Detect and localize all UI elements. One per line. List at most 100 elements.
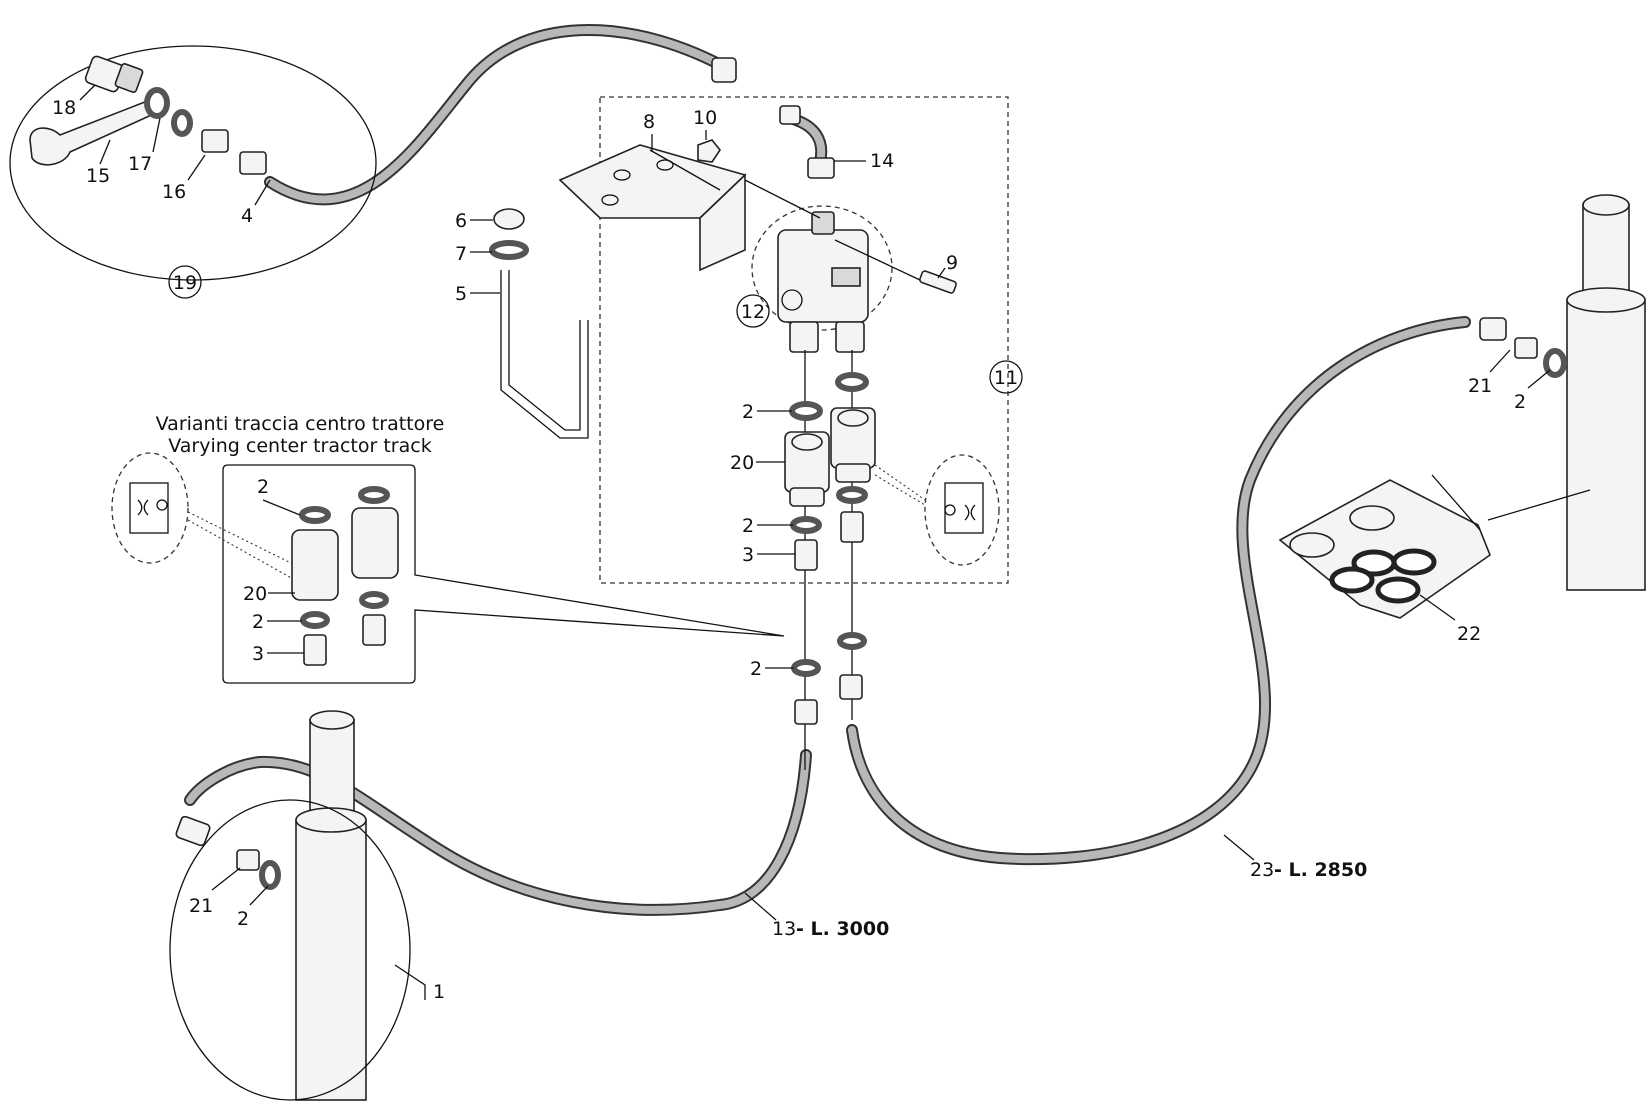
callout-5: 5 xyxy=(455,283,500,305)
callout-4: 4 xyxy=(241,179,271,227)
part-20-coupling-a xyxy=(784,431,830,507)
callout-12: 12 xyxy=(736,294,770,328)
part-5-u-bolt xyxy=(508,270,581,431)
callout-2-b-number: 2 xyxy=(742,515,754,537)
part-12-valve-body xyxy=(777,211,869,353)
callout-6-number: 6 xyxy=(455,210,467,232)
part-2-washer-f xyxy=(791,659,821,677)
hose-4-top xyxy=(264,24,736,206)
cylinder-right xyxy=(1566,194,1646,591)
callout-13-number: 13 xyxy=(772,918,796,940)
hose-4-end-nut xyxy=(711,57,737,83)
part-17-washer-a xyxy=(144,87,170,119)
callout-2-variant-b: 2 xyxy=(252,611,302,633)
variant-coupling-a xyxy=(291,529,339,601)
callout-20-a-number: 20 xyxy=(730,452,754,474)
right-symbol-outline xyxy=(924,454,1000,566)
callout-2-right-number: 2 xyxy=(1514,391,1526,413)
callout-14-number: 14 xyxy=(870,150,894,172)
callout-20-a: 20 xyxy=(730,452,785,474)
callout-22-number: 22 xyxy=(1457,623,1481,645)
part-2-washer-e xyxy=(837,632,867,650)
hose-23-nut xyxy=(839,674,863,700)
callout-13: 13 - L. 3000 xyxy=(744,892,889,940)
callout-2-c-number: 2 xyxy=(750,658,762,680)
cylinder-left xyxy=(295,710,367,1101)
callout-2-variant-a: 2 xyxy=(257,476,301,516)
variant-washer-d xyxy=(359,591,389,609)
part-20-coupling-b xyxy=(830,407,876,483)
callout-16-number: 16 xyxy=(162,181,186,203)
callout-14: 14 xyxy=(834,150,894,172)
callout-10: 10 xyxy=(693,107,717,140)
callout-19: 19 xyxy=(168,265,202,299)
callout-3-variant-number: 3 xyxy=(252,643,264,665)
valve-12-outline xyxy=(751,205,893,331)
callout-21-right: 21 xyxy=(1468,349,1511,397)
kit-11-box xyxy=(599,96,1009,584)
callout-7: 7 xyxy=(455,243,492,265)
callout-17-number: 17 xyxy=(128,153,152,175)
callout-17: 17 xyxy=(128,117,161,175)
hose-23-length: - L. 2850 xyxy=(1274,859,1367,881)
part-9-screw xyxy=(834,239,957,294)
callout-9-number: 9 xyxy=(946,252,958,274)
callout-6: 6 xyxy=(455,210,493,232)
callout-2-a-number: 2 xyxy=(742,401,754,423)
part-8-bracket xyxy=(558,144,747,272)
part-7-washer xyxy=(489,240,529,260)
callout-2-right: 2 xyxy=(1514,369,1551,413)
callout-23-number: 23 xyxy=(1250,859,1274,881)
part-2-washer-d xyxy=(836,486,868,504)
callout-18-number: 18 xyxy=(52,97,76,119)
seal-kit-22 xyxy=(1278,474,1591,619)
callout-2-variant-a-number: 2 xyxy=(257,476,269,498)
callout-3-variant: 3 xyxy=(252,643,304,665)
callout-3-a: 3 xyxy=(742,544,795,566)
variants-title-english: Varying center tractor track xyxy=(168,435,431,457)
callout-15: 15 xyxy=(86,139,111,187)
part-18-fitting xyxy=(84,55,144,93)
left-check-valve-symbol xyxy=(129,482,169,534)
callout-1: 1 xyxy=(394,964,445,1003)
right-fittings xyxy=(1479,317,1567,378)
part-10-nut xyxy=(697,139,721,163)
callout-2-left-number: 2 xyxy=(237,908,249,930)
callout-9: 9 xyxy=(937,252,958,279)
callout-2-left: 2 xyxy=(237,885,269,930)
variant-coupling-b xyxy=(351,507,399,579)
variant-adapter-a xyxy=(303,634,327,666)
hose-13 xyxy=(184,749,812,916)
variant-adapter-b xyxy=(362,614,386,646)
callout-19-number: 19 xyxy=(173,272,197,294)
part-2-washer-c xyxy=(790,516,822,534)
variant-box xyxy=(222,464,785,684)
variant-washer-a xyxy=(299,506,331,524)
callout-21-left-number: 21 xyxy=(189,895,213,917)
callout-16: 16 xyxy=(162,154,206,203)
part-3-adapter-a xyxy=(794,539,818,571)
left-symbol-outline xyxy=(111,452,189,564)
callout-22: 22 xyxy=(1419,594,1481,645)
callout-3-a-number: 3 xyxy=(742,544,754,566)
part-17-washer-b xyxy=(171,109,193,137)
callout-2-b: 2 xyxy=(742,515,793,537)
variants-title-italian: Varianti traccia centro trattore xyxy=(156,413,445,435)
part-2-washer-b xyxy=(835,372,869,392)
callout-8-number: 8 xyxy=(643,111,655,133)
callout-21-left: 21 xyxy=(189,867,241,917)
part-4-nut xyxy=(239,151,267,175)
callout-10-number: 10 xyxy=(693,107,717,129)
callout-7-number: 7 xyxy=(455,243,467,265)
group-1-outline xyxy=(169,799,411,1101)
callout-2-variant-b-number: 2 xyxy=(252,611,264,633)
hose-13-nut xyxy=(794,699,818,725)
callout-12-number: 12 xyxy=(741,301,765,323)
callout-8: 8 xyxy=(643,111,655,152)
part-2-washer-a xyxy=(789,401,823,421)
callout-5-number: 5 xyxy=(455,283,467,305)
callout-1-number: 1 xyxy=(433,981,445,1003)
callout-23: 23 - L. 2850 xyxy=(1223,834,1367,881)
part-14-elbow xyxy=(779,105,835,179)
part-16-adapter xyxy=(201,129,229,153)
